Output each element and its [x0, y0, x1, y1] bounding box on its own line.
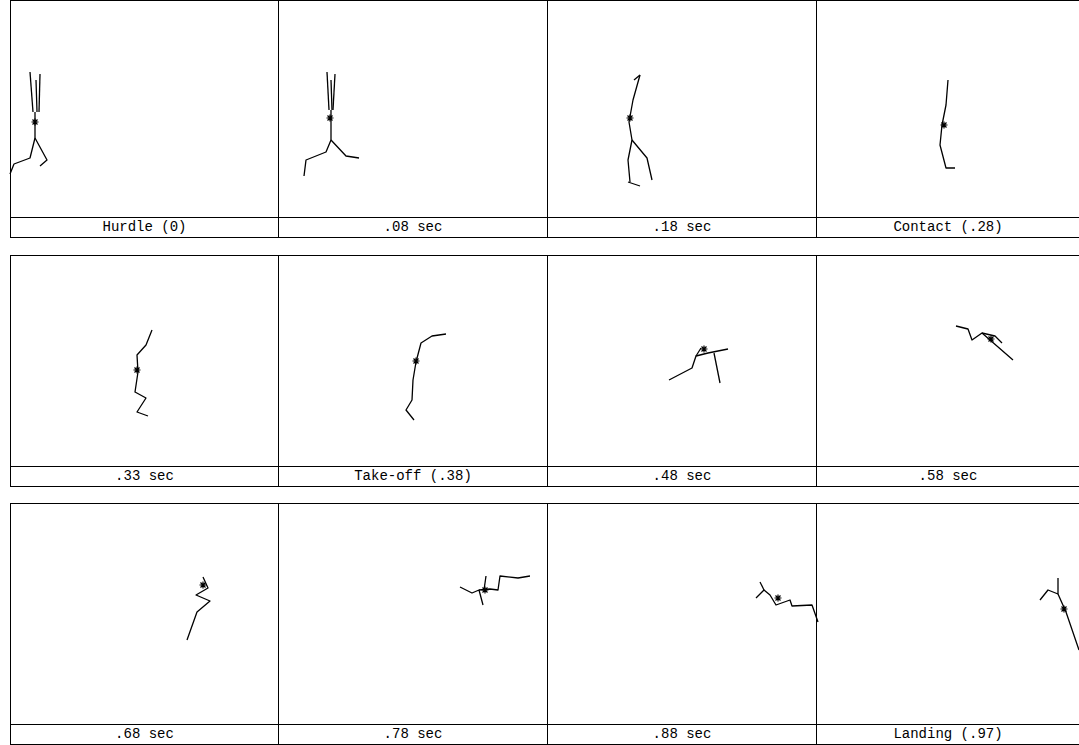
stick-figure	[956, 326, 1013, 360]
frame-panel: .78 sec	[278, 503, 548, 745]
center-of-mass-mark	[941, 122, 948, 129]
frame-panel: .88 sec	[547, 503, 817, 745]
stick-figure	[10, 72, 47, 174]
frame-panel: Contact (.28)	[816, 0, 1079, 238]
frame-panel: Hurdle (0)	[10, 0, 279, 238]
body-segment	[39, 74, 40, 112]
body-segment	[982, 333, 1002, 343]
body-segment	[331, 80, 332, 110]
time-caption: Take-off (.38)	[354, 468, 472, 484]
frame-panel: .33 sec	[10, 255, 279, 487]
time-caption: .78 sec	[384, 726, 443, 742]
body-segment	[304, 140, 331, 176]
body-segment	[35, 138, 47, 166]
body-segment	[760, 582, 764, 590]
center-of-mass-mark	[775, 595, 782, 602]
frame-panel: .18 sec	[547, 0, 817, 238]
frame-panel: .68 sec	[10, 503, 279, 745]
stick-figure	[756, 582, 818, 622]
center-of-mass-mark	[627, 115, 634, 122]
frame-panel: Landing (.97)	[816, 503, 1079, 745]
center-of-mass-mark	[701, 346, 708, 353]
time-caption: Contact (.28)	[893, 219, 1002, 235]
stick-figure	[940, 80, 955, 168]
stick-figure	[627, 75, 653, 186]
center-of-mass-mark	[413, 358, 420, 365]
caption-strip: .48 sec	[548, 466, 816, 486]
body-segment	[628, 140, 632, 182]
time-caption: Hurdle (0)	[102, 219, 186, 235]
stick-figure	[304, 72, 359, 176]
center-of-mass-mark	[32, 119, 39, 126]
caption-strip: Take-off (.38)	[279, 466, 547, 486]
time-caption: .68 sec	[115, 726, 174, 742]
stick-figure	[460, 576, 530, 605]
body-segment	[714, 353, 720, 383]
body-segment	[331, 140, 359, 158]
body-segment	[696, 348, 701, 356]
body-segment	[327, 72, 329, 110]
body-segment	[1058, 594, 1079, 650]
caption-strip: Landing (.97)	[817, 724, 1079, 744]
body-segment	[628, 182, 640, 186]
caption-strip: .58 sec	[817, 466, 1079, 486]
body-segment	[756, 590, 818, 622]
caption-strip: .88 sec	[548, 724, 816, 744]
time-caption: .18 sec	[653, 219, 712, 235]
body-segment	[36, 80, 37, 112]
body-segment	[1040, 578, 1058, 600]
frame-panel: .48 sec	[547, 255, 817, 487]
stick-figure	[187, 577, 210, 640]
body-segment	[30, 72, 33, 112]
caption-strip: .18 sec	[548, 217, 816, 237]
body-segment	[406, 334, 446, 420]
time-caption: .58 sec	[919, 468, 978, 484]
center-of-mass-mark	[1061, 606, 1068, 613]
time-caption: .33 sec	[115, 468, 174, 484]
frame-panel: Take-off (.38)	[278, 255, 548, 487]
body-segment	[187, 577, 210, 640]
stick-figure	[134, 330, 153, 416]
time-caption: .88 sec	[653, 726, 712, 742]
caption-strip: Contact (.28)	[817, 217, 1079, 237]
caption-strip: .78 sec	[279, 724, 547, 744]
body-segment	[333, 74, 335, 110]
body-segment	[669, 349, 728, 380]
body-segment	[10, 138, 35, 174]
stick-figure	[669, 346, 728, 384]
center-of-mass-mark	[482, 587, 489, 594]
time-caption: .48 sec	[653, 468, 712, 484]
stick-figure	[406, 334, 446, 420]
body-segment	[956, 326, 1013, 360]
body-segment	[632, 140, 652, 180]
center-of-mass-mark	[988, 336, 995, 343]
center-of-mass-mark	[200, 582, 207, 589]
frame-panel: .58 sec	[816, 255, 1079, 487]
frame-panel: .08 sec	[278, 0, 548, 238]
time-caption: Landing (.97)	[893, 726, 1002, 742]
caption-strip: .08 sec	[279, 217, 547, 237]
center-of-mass-mark	[134, 367, 141, 374]
center-of-mass-mark	[327, 115, 334, 122]
body-segment	[940, 80, 955, 168]
time-caption: .08 sec	[384, 219, 443, 235]
body-segment	[629, 75, 640, 140]
caption-strip: .33 sec	[11, 466, 278, 486]
caption-strip: .68 sec	[11, 724, 278, 744]
caption-strip: Hurdle (0)	[11, 217, 278, 237]
stick-figure	[1040, 578, 1079, 650]
